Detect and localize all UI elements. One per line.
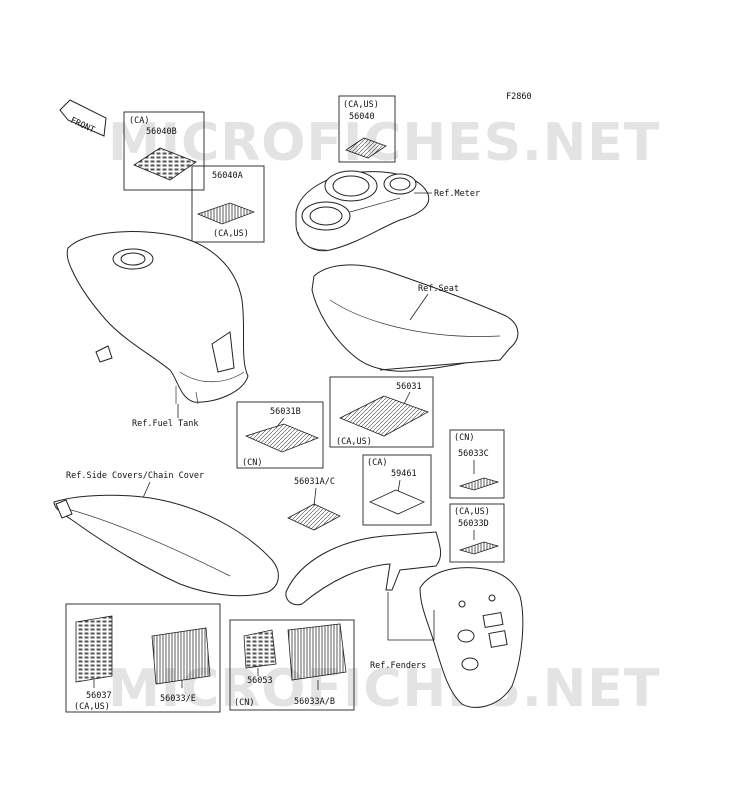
label-56040a-number: 56040A bbox=[212, 171, 243, 181]
label-56033e-number: 56033/E bbox=[160, 694, 196, 704]
decal-56031b bbox=[244, 423, 320, 453]
label-56031b-region: (CN) bbox=[242, 458, 262, 468]
label-56040-number: 56040 bbox=[349, 112, 375, 122]
label-56031b-box bbox=[236, 401, 324, 469]
label-56031-number: 56031 bbox=[396, 382, 422, 392]
decal-56040b bbox=[133, 147, 197, 181]
label-56031ac-number: 56031A/C bbox=[294, 477, 335, 487]
label-59461-box bbox=[362, 454, 432, 526]
label-56040-region: (CA,US) bbox=[343, 100, 379, 110]
leader-59461 bbox=[397, 479, 401, 493]
label-56033d-number: 56033D bbox=[458, 519, 489, 529]
label-56040b-group: (CA) 56040B bbox=[123, 111, 205, 191]
side-cover bbox=[53, 494, 279, 597]
label-56040b-region: (CA) bbox=[129, 116, 149, 126]
ref-seat-label: Ref.Seat bbox=[418, 284, 459, 294]
ref-meter-label: Ref.Meter bbox=[434, 189, 480, 199]
label-56040b-number: 56040B bbox=[146, 127, 177, 137]
ref-fenders-label: Ref.Fenders bbox=[370, 661, 426, 671]
fuel-tank bbox=[66, 231, 249, 405]
label-56040a-group: 56040A (CA,US) bbox=[191, 165, 265, 243]
watermark-top: MICROFICHES.NET bbox=[108, 113, 660, 173]
label-56033c-group: (CN) 56033C bbox=[449, 429, 505, 499]
label-59461-region: (CA) bbox=[367, 458, 387, 468]
label-56053-box bbox=[229, 619, 355, 711]
label-56040-group: (CA,US) 56040 bbox=[338, 95, 396, 163]
ref-fuel-tank-label: Ref.Fuel Tank bbox=[132, 419, 199, 429]
label-56031-box bbox=[329, 376, 434, 448]
label-56033d-group: (CA,US) 56033D bbox=[449, 503, 505, 563]
decal-56033d bbox=[458, 541, 500, 555]
decal-56037 bbox=[75, 615, 113, 683]
decal-56031ac bbox=[287, 503, 341, 531]
meter-assembly bbox=[295, 170, 430, 252]
label-59461-number: 59461 bbox=[391, 469, 417, 479]
label-56037-group: 56037 (CA,US) 56033/E bbox=[65, 603, 221, 713]
label-56033d-box bbox=[449, 503, 505, 563]
label-56031b-number: 56031B bbox=[270, 407, 301, 417]
label-56033c-region: (CN) bbox=[454, 433, 474, 443]
ref-side-covers-label: Ref.Side Covers/Chain Cover bbox=[66, 471, 204, 481]
leader-seat bbox=[409, 293, 429, 321]
front-arrow-icon: FRONT bbox=[59, 99, 107, 137]
decal-56033e bbox=[151, 627, 211, 685]
label-56037-region: (CA,US) bbox=[74, 702, 110, 712]
label-56040-box bbox=[338, 95, 396, 163]
label-56031-region: (CA,US) bbox=[336, 437, 372, 447]
rear-fender bbox=[285, 531, 524, 708]
decal-56033c bbox=[458, 477, 500, 491]
label-56037-box bbox=[65, 603, 221, 713]
label-56053-region: (CN) bbox=[234, 698, 254, 708]
label-56033c-box bbox=[449, 429, 505, 499]
label-56033c-number: 56033C bbox=[458, 449, 489, 459]
leader-56031ac bbox=[313, 487, 317, 507]
figure-code: F2860 bbox=[506, 92, 532, 102]
label-56031b-group: 56031B (CN) bbox=[236, 401, 324, 469]
decal-56031 bbox=[339, 395, 429, 437]
label-56033ab-number: 56033A/B bbox=[294, 697, 335, 707]
label-56053-group: 56053 (CN) 56033A/B bbox=[229, 619, 355, 711]
decal-56053 bbox=[243, 629, 277, 669]
leader-fenders bbox=[387, 592, 435, 641]
decal-56033ab bbox=[287, 623, 347, 681]
label-56031-group: 56031 (CA,US) bbox=[329, 376, 434, 448]
label-59461-group: (CA) 59461 bbox=[362, 454, 432, 526]
label-56053-number: 56053 bbox=[247, 676, 273, 686]
label-56040b-box bbox=[123, 111, 205, 191]
label-56040a-box bbox=[191, 165, 265, 243]
leader-56031 bbox=[403, 391, 411, 405]
label-56037-number: 56037 bbox=[86, 691, 112, 701]
decal-56040 bbox=[345, 137, 387, 159]
label-56040a-region: (CA,US) bbox=[213, 229, 249, 239]
label-56033d-region: (CA,US) bbox=[454, 507, 490, 517]
decal-59461 bbox=[369, 489, 425, 515]
decal-56040a bbox=[196, 202, 256, 225]
seat bbox=[311, 264, 519, 372]
